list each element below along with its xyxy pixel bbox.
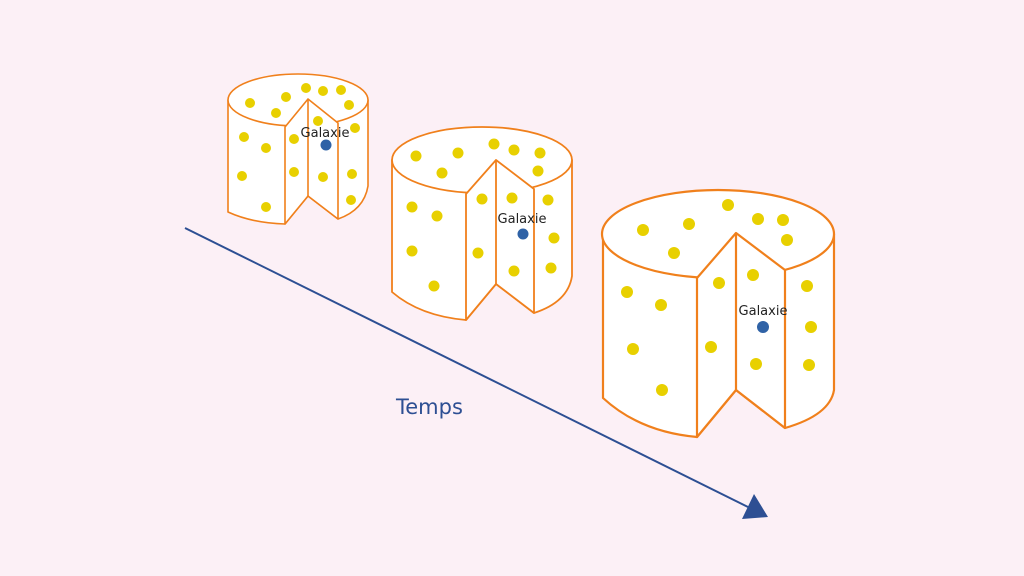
raisin-dot bbox=[318, 86, 328, 96]
raisin-dot bbox=[655, 299, 667, 311]
raisin-dot bbox=[344, 100, 354, 110]
raisin-dot bbox=[289, 167, 299, 177]
raisin-dot bbox=[627, 343, 639, 355]
raisin-dot bbox=[750, 358, 762, 370]
raisin-dot bbox=[411, 151, 422, 162]
raisin-dot bbox=[713, 277, 725, 289]
raisin-dot bbox=[437, 168, 448, 179]
galaxy-marker bbox=[757, 321, 769, 333]
time-label: Temps bbox=[395, 395, 463, 419]
raisin-dot bbox=[705, 341, 717, 353]
raisin-dot bbox=[533, 166, 544, 177]
raisin-dot bbox=[239, 132, 249, 142]
raisin-dot bbox=[261, 143, 271, 153]
raisin-dot bbox=[781, 234, 793, 246]
raisin-dot bbox=[777, 214, 789, 226]
raisin-dot bbox=[507, 193, 518, 204]
raisin-dot bbox=[752, 213, 764, 225]
cake-large-cut-face bbox=[697, 233, 785, 437]
cake-medium-cut-face bbox=[466, 160, 534, 320]
raisin-dot bbox=[318, 172, 328, 182]
galaxy-marker bbox=[518, 229, 529, 240]
raisin-dot bbox=[473, 248, 484, 259]
raisin-dot bbox=[453, 148, 464, 159]
raisin-dot bbox=[347, 169, 357, 179]
raisin-dot bbox=[281, 92, 291, 102]
cake-large bbox=[602, 190, 834, 437]
raisin-dot bbox=[549, 233, 560, 244]
cake-small-cut-face bbox=[285, 99, 338, 224]
raisin-dot bbox=[683, 218, 695, 230]
raisin-dot bbox=[509, 145, 520, 156]
raisin-dot bbox=[621, 286, 633, 298]
raisin-dot bbox=[261, 202, 271, 212]
raisin-dot bbox=[477, 194, 488, 205]
raisin-dot bbox=[407, 246, 418, 257]
raisin-dot bbox=[805, 321, 817, 333]
raisin-dot bbox=[489, 139, 500, 150]
raisin-dot bbox=[668, 247, 680, 259]
raisin-dot bbox=[245, 98, 255, 108]
raisin-dot bbox=[803, 359, 815, 371]
raisin-dot bbox=[432, 211, 443, 222]
galaxy-label: Galaxie bbox=[739, 304, 788, 319]
raisin-dot bbox=[346, 195, 356, 205]
raisin-dot bbox=[801, 280, 813, 292]
raisin-dot bbox=[535, 148, 546, 159]
raisin-dot bbox=[350, 123, 360, 133]
raisin-dot bbox=[289, 134, 299, 144]
raisin-dot bbox=[429, 281, 440, 292]
galaxy-label: Galaxie bbox=[301, 126, 350, 141]
raisin-dot bbox=[546, 263, 557, 274]
raisin-dot bbox=[543, 195, 554, 206]
raisin-dot bbox=[747, 269, 759, 281]
raisin-dot bbox=[637, 224, 649, 236]
galaxy-marker bbox=[321, 140, 332, 151]
raisin-dot bbox=[336, 85, 346, 95]
galaxy-label: Galaxie bbox=[498, 212, 547, 227]
raisin-dot bbox=[509, 266, 520, 277]
raisin-dot bbox=[722, 199, 734, 211]
raisin-dot bbox=[271, 108, 281, 118]
raisin-dot bbox=[301, 83, 311, 93]
raisin-dot bbox=[407, 202, 418, 213]
raisin-dot bbox=[656, 384, 668, 396]
raisin-dot bbox=[237, 171, 247, 181]
raisin-dot bbox=[313, 116, 323, 126]
